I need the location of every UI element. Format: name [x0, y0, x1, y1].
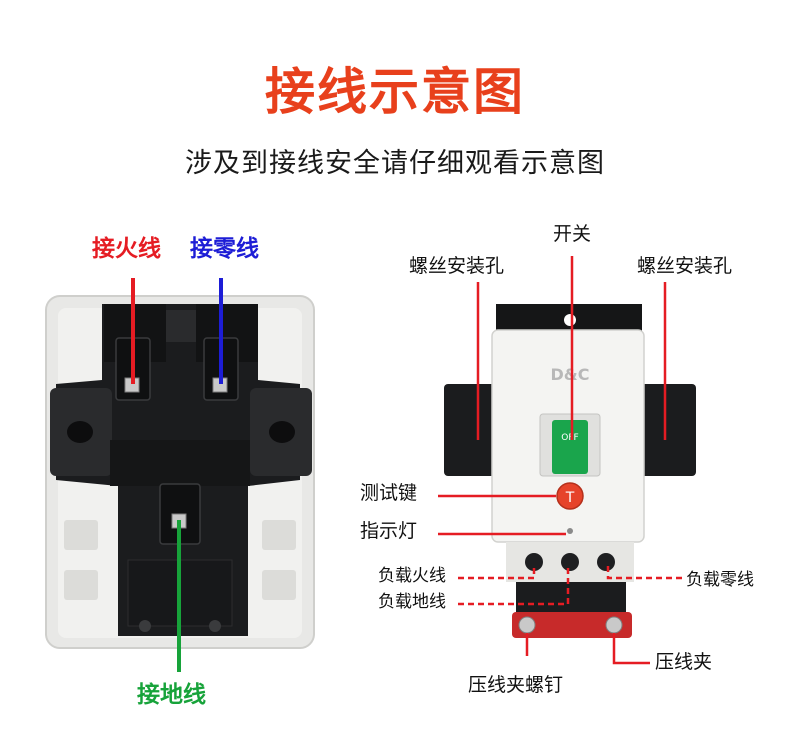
label-screw-hole-right: 螺丝安装孔: [637, 255, 733, 277]
label-clamp-screw: 压线夹螺钉: [468, 674, 564, 696]
test-button[interactable]: [556, 482, 584, 510]
label-test-key: 测试键: [360, 482, 418, 504]
brand-logo: D&C: [551, 365, 590, 384]
page-subtitle: 涉及到接线安全请仔细观看示意图: [185, 148, 605, 179]
test-button-letter: T: [565, 490, 575, 506]
label-live: 接火线: [92, 236, 161, 262]
label-neutral: 接零线: [190, 236, 259, 262]
label-clamp: 压线夹: [655, 651, 713, 673]
rcd-dashed-leaders: [458, 566, 682, 606]
page-title: 接线示意图: [265, 63, 525, 121]
wire-clamp: [512, 612, 632, 638]
label-load-earth: 负载地线: [378, 592, 446, 612]
label-earth: 接地线: [137, 682, 206, 708]
switch-off-label: OFF: [561, 433, 578, 443]
rcd-module: D&C OFF T: [444, 304, 696, 638]
clamp-screw-left: [518, 616, 536, 634]
switch-toggle[interactable]: [552, 420, 588, 474]
indicator-light: [567, 528, 573, 534]
label-indicator: 指示灯: [360, 520, 418, 542]
socket-back-box: [45, 295, 315, 649]
label-screw-hole-left: 螺丝安装孔: [409, 255, 505, 277]
label-load-live: 负载火线: [378, 566, 446, 586]
rcd-leader-lines: [438, 256, 667, 665]
clamp-screw-right: [605, 616, 623, 634]
label-switch: 开关: [553, 223, 592, 245]
label-load-neutral: 负载零线: [686, 570, 754, 590]
